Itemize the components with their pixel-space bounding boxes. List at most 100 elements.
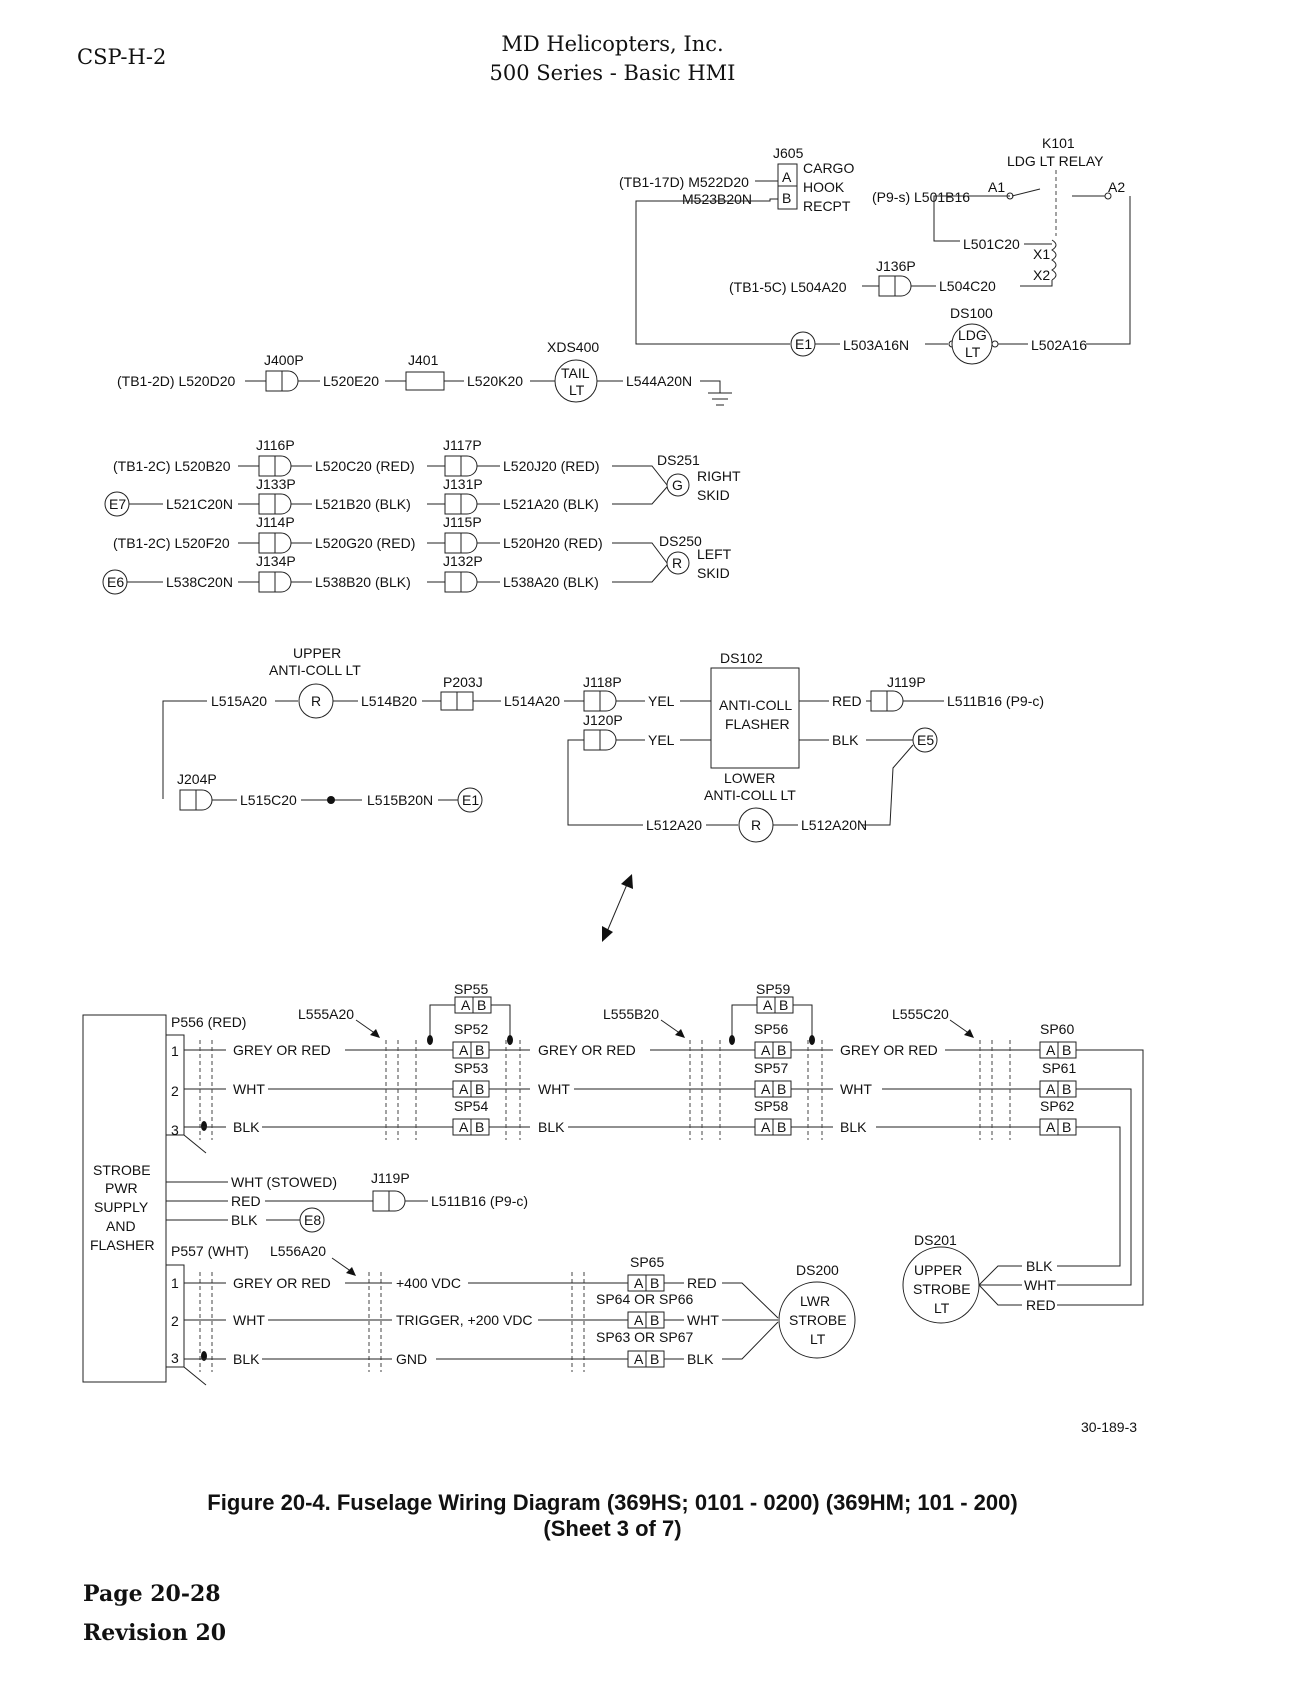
sp53-b: B [475,1081,484,1097]
figure-caption: Figure 20-4. Fuselage Wiring Diagram (36… [207,1490,1018,1515]
sp59-b: B [779,997,788,1013]
wire-l502a16-label: L502A16 [1031,337,1087,353]
revision-label: Revision 20 [83,1620,227,1646]
sp59-a: A [763,997,773,1013]
strobe-label: STROBE [93,1162,151,1178]
wire-l520h20-label: L520H20 (RED) [503,535,603,551]
wire-l520j20-label: L520J20 (RED) [503,458,600,474]
cargo-label: CARGO [803,160,854,176]
splice-sp53-label: SP53 [454,1060,488,1076]
lamp-ds251-label: DS251 [657,452,700,468]
p557-pin2-label: 2 [171,1313,179,1329]
left-skid-label: SKID [697,565,730,581]
splice-sp52-label: SP52 [454,1021,488,1037]
ground-e8 [299,1207,325,1233]
wire-yel-1-label: YEL [648,693,675,709]
right-label: RIGHT [697,468,741,484]
ground-e1-mid [457,787,483,813]
sp58-a: A [761,1119,771,1135]
wht-stowed-label: WHT (STOWED) [231,1174,337,1190]
connector-j119p-strobe-label: J119P [371,1170,410,1186]
lamp-ds251 [666,473,690,497]
cargo-hook-ldg-lt-circuit: J605 A B CARGO HOOK RECPT (TB1-17D) M522… [619,135,1131,365]
anti-coll-circuit: UPPER ANTI-COLL LT P203J J118P DS102 J11… [162,645,1044,843]
pin-a-label: A [782,169,792,185]
ground-e1-label: E1 [795,336,812,352]
shield-l556a20-label: L556A20 [270,1243,326,1259]
p557-pin1-label: 1 [171,1275,179,1291]
connector-j115p-label: J115P [443,514,482,530]
lamp-ds251-g-label: G [672,477,683,493]
continuation-arrow [602,874,633,942]
splice-sp59-label: SP59 [756,981,790,997]
row3-blk-2: BLK [538,1119,565,1135]
connector-j204p-label: J204P [177,771,217,787]
lamp-ds250-r-label: R [672,555,682,571]
connector-j114p-label: J114P [256,514,295,530]
splice-sp54-label: SP54 [454,1098,488,1114]
plug-p556-label: P556 (RED) [171,1014,246,1030]
lamp-lt-label: LT [965,344,981,360]
row1-grey-or-red-3: GREY OR RED [840,1042,938,1058]
terminal-a2-label: A2 [1108,179,1125,195]
wire-l544a20n-label: L544A20N [626,373,692,389]
wire-l514b20-label: L514B20 [361,693,417,709]
wire-l538a20-label: L538A20 (BLK) [503,574,599,590]
page-number: Page 20-28 [83,1581,221,1607]
figure-caption-sheet: (Sheet 3 of 7) [543,1516,682,1541]
ds201-strobe-label: STROBE [913,1281,971,1297]
connector-j133p-label: J133P [256,476,296,492]
row2-wht-1: WHT [233,1081,265,1097]
wire-l520b20-label: (TB1-2C) L520B20 [113,458,231,474]
flasher-box-label: FLASHER [90,1237,155,1253]
ground-e6-label: E6 [107,574,124,590]
splice-sp60-label: SP60 [1040,1021,1074,1037]
wire-l515a20-label: L515A20 [211,693,267,709]
lamp-tail-label: TAIL [561,365,590,381]
wire-l520c20-label: L520C20 (RED) [315,458,415,474]
strobe-red-label: RED [231,1193,261,1209]
sp56-a: A [761,1042,771,1058]
wire-l520d20-label: (TB1-2D) L520D20 [117,373,235,389]
splice-sp65-label: SP65 [630,1254,664,1270]
connector-j116p-label: J116P [256,437,295,453]
wire-l520f20-label: (TB1-2C) L520F20 [113,535,230,551]
connector-j132p-label: J132P [443,553,483,569]
row2-wht-3: WHT [840,1081,872,1097]
wire-l504c20-label: L504C20 [939,278,996,294]
p556-pin1-label: 1 [171,1043,179,1059]
skid-lights-circuit: J116P J117P DS251 (TB1-2C) L520B20 L520C… [102,437,741,595]
splice-sp61-label: SP61 [1042,1060,1076,1076]
lamp-ds200-label: DS200 [796,1262,839,1278]
sp57-b: B [777,1081,786,1097]
shield-l555a20-label: L555A20 [298,1006,354,1022]
wire-l504a20-label: (TB1-5C) L504A20 [729,279,847,295]
connector-j120p-label: J120P [583,712,623,728]
splice-sp64-sp66-label: SP64 OR SP66 [596,1291,693,1307]
lwr-wht: WHT [233,1312,265,1328]
connector-j401-label: J401 [408,352,439,368]
splice-dot [327,796,335,804]
lower-label: LOWER [724,770,775,786]
ground-e5 [912,727,938,753]
wire-l503a16n-label: L503A16N [843,337,909,353]
wire-yel-2-label: YEL [648,732,675,748]
sp52-b: B [475,1042,484,1058]
trigger-label: TRIGGER, +200 VDC [396,1312,533,1328]
splice-sp57-label: SP57 [754,1060,788,1076]
wire-l520g20-label: L520G20 (RED) [315,535,415,551]
sp64-a: A [634,1312,644,1328]
wire-blk-label: BLK [832,732,859,748]
flasher-ds102-label: DS102 [720,650,763,666]
connector-j605-label: J605 [773,145,804,161]
lwr-lt-label: LT [810,1331,826,1347]
lamp-xds400-label: XDS400 [547,339,599,355]
sp55-a: A [461,997,471,1013]
shield-l555b20-label: L555B20 [603,1006,659,1022]
lamp-upper-r-label: R [311,693,321,709]
sp58-b: B [777,1119,786,1135]
splice-sp56-label: SP56 [754,1021,788,1037]
row2-wht-2: WHT [538,1081,570,1097]
connector-j118p-label: J118P [583,674,622,690]
